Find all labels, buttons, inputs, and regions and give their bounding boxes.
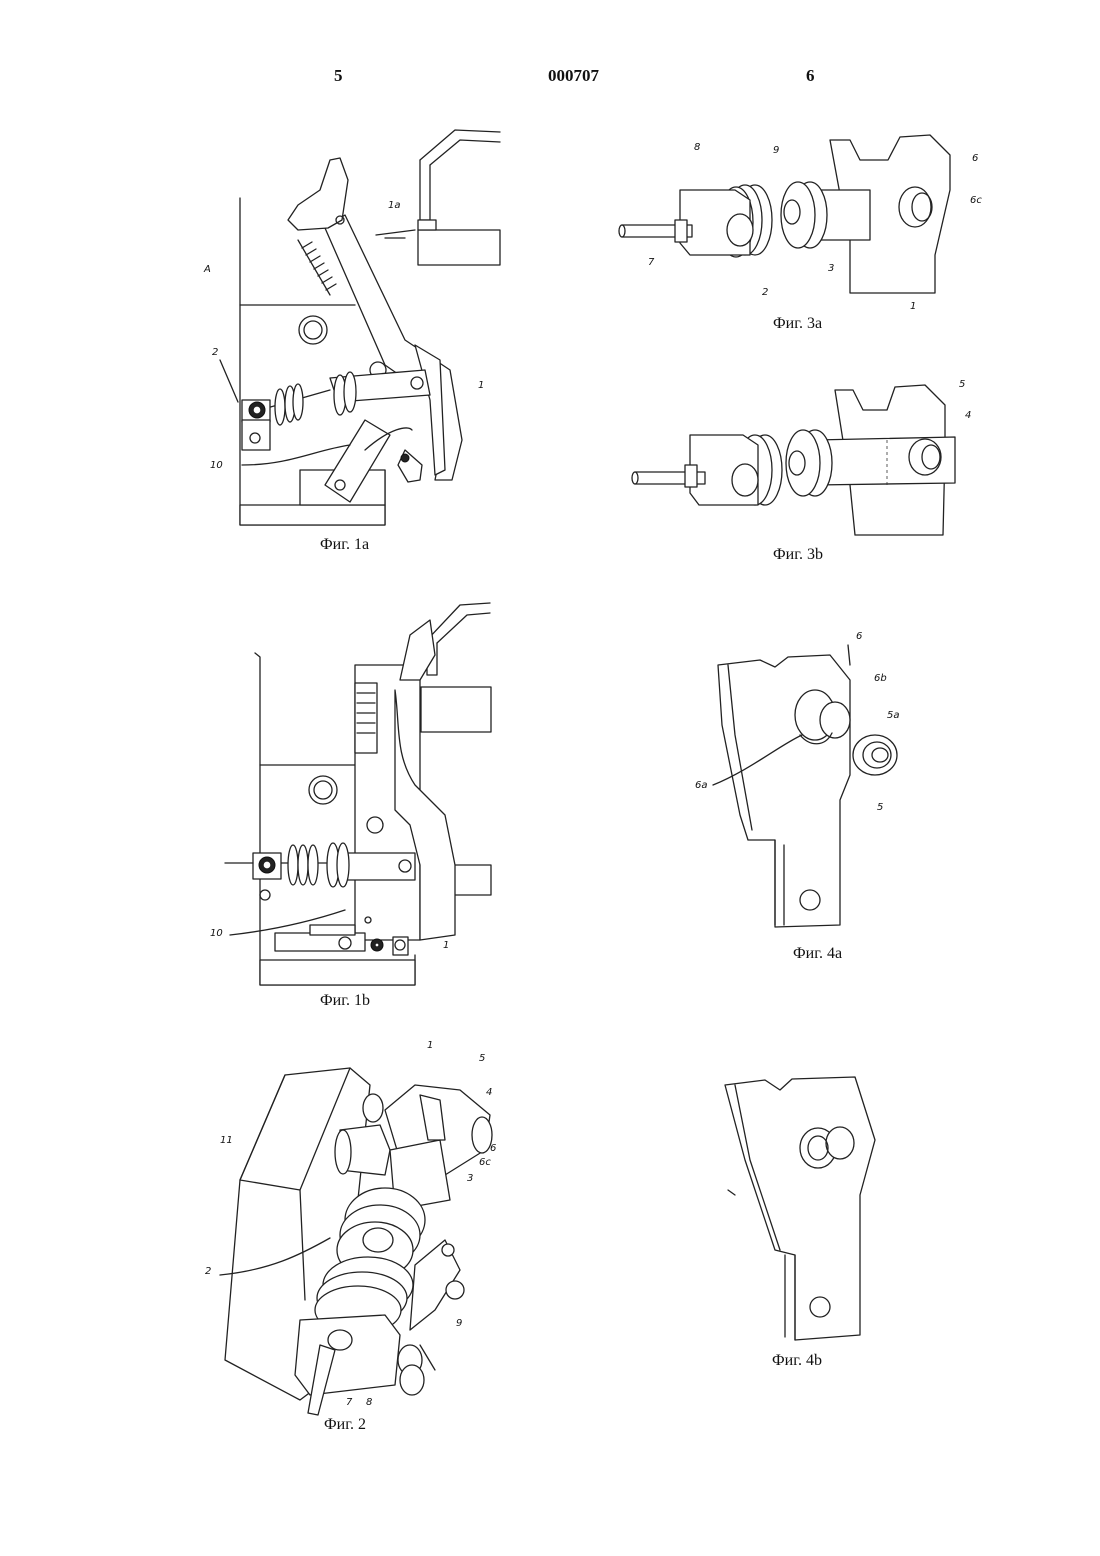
label-1: 1 bbox=[910, 301, 916, 312]
figure-2: 1 5 4 6 6c 3 11 2 9 7 8 Фиг. 2 bbox=[200, 1040, 510, 1440]
label-1: 1 bbox=[443, 940, 449, 951]
caption-fig-1a: Фиг. 1а bbox=[320, 536, 369, 554]
label-5a: 5a bbox=[887, 710, 900, 721]
label-1a: 1a bbox=[388, 200, 401, 211]
label-7: 7 bbox=[346, 1397, 352, 1408]
label-2: 2 bbox=[205, 1266, 211, 1277]
label-6: 6 bbox=[856, 631, 862, 642]
figure-1a-drawing bbox=[180, 120, 510, 560]
caption-fig-3a: Фиг. 3а bbox=[773, 315, 822, 333]
label-9: 9 bbox=[456, 1318, 462, 1329]
label-6c: 6c bbox=[970, 195, 982, 206]
label-1: 1 bbox=[427, 1040, 433, 1051]
label-2: 2 bbox=[212, 347, 218, 358]
left-page-number: 5 bbox=[334, 66, 343, 86]
figure-3b: 5 4 Фиг. 3b bbox=[625, 375, 975, 570]
figure-4a: 6 6b 5a 6a 5 Фиг. 4а bbox=[680, 625, 920, 970]
label-5: 5 bbox=[959, 379, 965, 390]
label-7: 7 bbox=[648, 257, 654, 268]
label-4: 4 bbox=[486, 1087, 492, 1098]
label-6a: 6a bbox=[695, 780, 708, 791]
caption-fig-2: Фиг. 2 bbox=[324, 1416, 366, 1434]
caption-fig-4a: Фиг. 4а bbox=[793, 945, 842, 963]
figure-3b-drawing bbox=[625, 375, 975, 570]
figure-1b-drawing bbox=[205, 595, 505, 1015]
caption-fig-4b: Фиг. 4b bbox=[772, 1352, 822, 1370]
figure-3a-drawing bbox=[610, 125, 980, 340]
document-number: 000707 bbox=[548, 66, 599, 86]
label-9: 9 bbox=[773, 145, 779, 156]
caption-fig-3b: Фиг. 3b bbox=[773, 546, 823, 564]
label-3: 3 bbox=[828, 263, 834, 274]
label-4: 4 bbox=[965, 410, 971, 421]
label-10: 10 bbox=[210, 460, 223, 471]
right-page-number: 6 bbox=[806, 66, 815, 86]
figure-2-drawing bbox=[200, 1040, 510, 1440]
caption-fig-1b: Фиг. 1b bbox=[320, 992, 370, 1010]
label-8: 8 bbox=[694, 142, 700, 153]
label-2: 2 bbox=[762, 287, 768, 298]
figure-3a: 8 9 6 6c 7 2 3 1 Фиг. 3а bbox=[610, 125, 980, 340]
label-6b: 6b bbox=[874, 673, 887, 684]
label-6c: 6c bbox=[479, 1157, 491, 1168]
label-8: 8 bbox=[366, 1397, 372, 1408]
label-11: 11 bbox=[220, 1135, 233, 1146]
figure-4b-drawing bbox=[700, 1065, 900, 1375]
label-5: 5 bbox=[877, 802, 883, 813]
label-A: A bbox=[204, 264, 211, 275]
label-10: 10 bbox=[210, 928, 223, 939]
label-3: 3 bbox=[467, 1173, 473, 1184]
figure-4b: Фиг. 4b bbox=[700, 1065, 900, 1375]
figure-1a: A 1a 2 1 10 Фиг. 1а bbox=[180, 120, 510, 560]
label-6: 6 bbox=[490, 1143, 496, 1154]
label-5: 5 bbox=[479, 1053, 485, 1064]
label-6: 6 bbox=[972, 153, 978, 164]
label-1: 1 bbox=[478, 380, 484, 391]
figure-1b: 10 1 Фиг. 1b bbox=[205, 595, 505, 1015]
